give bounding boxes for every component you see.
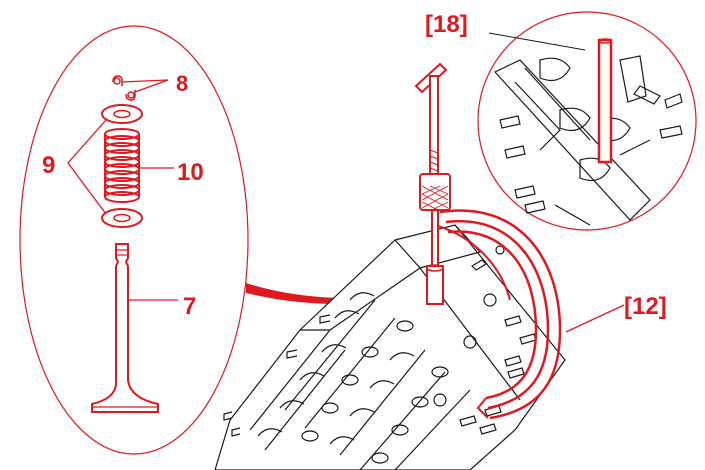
label-spring: 10 bbox=[177, 159, 204, 186]
seat-leader-2 bbox=[67, 162, 107, 215]
spring-seat-icon bbox=[101, 104, 143, 124]
detail-tool-shaft bbox=[597, 38, 613, 164]
cylinder-head-icon bbox=[214, 224, 566, 470]
valve-keys-icon bbox=[112, 75, 136, 101]
adapter-leader bbox=[565, 304, 625, 333]
keys-leader-1 bbox=[121, 79, 169, 83]
detail-head-icon bbox=[494, 55, 683, 226]
label-valve: 7 bbox=[183, 293, 196, 320]
label-keys: 8 bbox=[176, 71, 188, 96]
lower-spring-seat bbox=[101, 208, 143, 228]
label-tool-adapter: [12] bbox=[624, 293, 667, 320]
label-spring-seats: 9 bbox=[42, 152, 55, 179]
valve-spring-icon bbox=[104, 128, 140, 203]
seat-leader-1 bbox=[67, 119, 107, 164]
label-tool-compressor: [18] bbox=[425, 11, 468, 38]
detail-view-callout bbox=[477, 11, 697, 231]
valve-icon bbox=[91, 243, 159, 413]
spring-compressor-icon bbox=[414, 62, 562, 420]
keys-leader-2 bbox=[134, 79, 169, 93]
tool-leader bbox=[488, 32, 586, 51]
